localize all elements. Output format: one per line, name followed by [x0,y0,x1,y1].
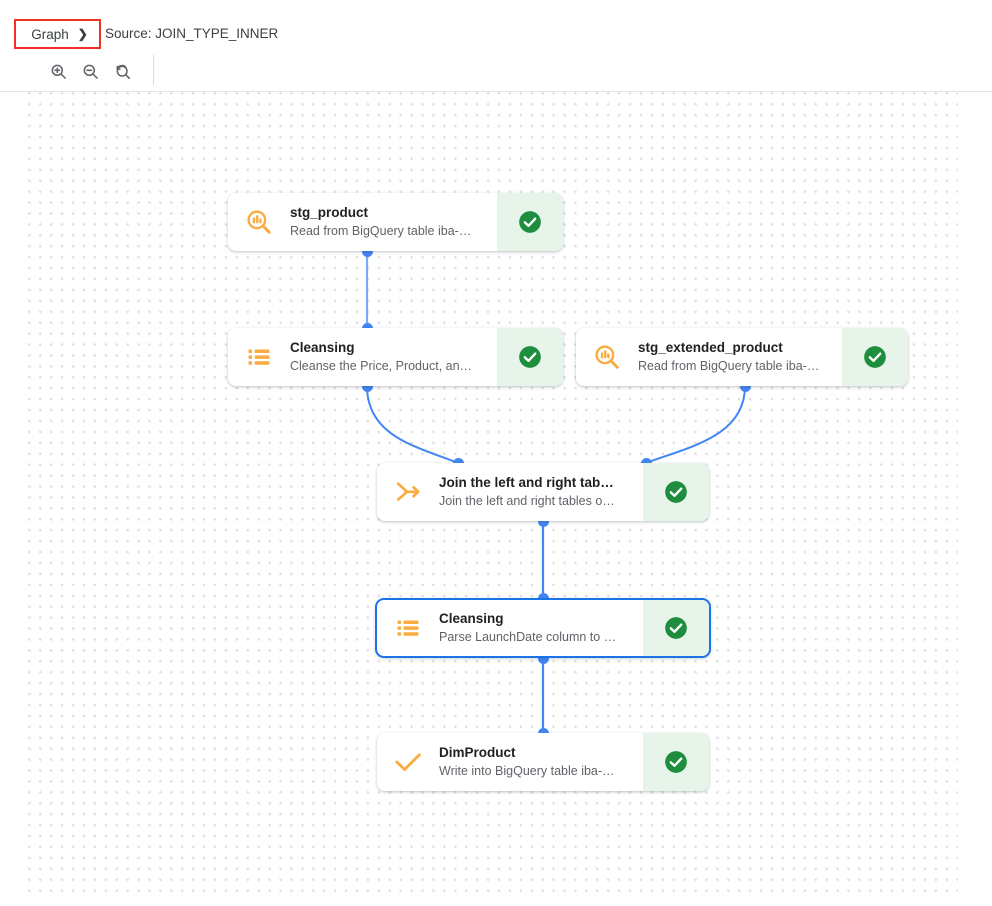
node-subtitle: Parse LaunchDate column to … [439,629,617,644]
node-text-block: stg_extended_product Read from BigQuery … [638,328,842,386]
graph-canvas[interactable]: stg_product Read from BigQuery table iba… [28,92,958,897]
node-title: stg_product [290,204,369,220]
graph-toolbar [0,50,992,92]
check-icon [519,346,541,368]
join-merge-icon [377,463,439,521]
cleansing-list-icon [377,600,439,656]
status-badge [643,463,709,521]
breadcrumb-item-graph[interactable]: Graph ❯ [16,21,103,47]
bigquery-source-icon [228,193,290,251]
graph-node-dim-product[interactable]: DimProduct Write into BigQuery table iba… [377,733,709,791]
cleansing-list-icon [228,328,290,386]
node-subtitle: Write into BigQuery table iba-… [439,763,615,778]
status-badge [497,328,563,386]
status-badge [497,193,563,251]
graph-node-cleansing-2[interactable]: Cleansing Parse LaunchDate column to … [375,598,711,658]
breadcrumb-bar: Graph ❯ Source: JOIN_TYPE_INNER [0,0,992,51]
node-text-block: Cleansing Cleanse the Price, Product, an… [290,328,497,386]
edge-stg-extended-to-join [645,385,746,464]
node-subtitle: Cleanse the Price, Product, an… [290,358,473,373]
toolbar-divider [153,55,154,85]
node-title: stg_extended_product [638,339,783,355]
zoom-in-icon[interactable] [45,58,71,84]
status-badge [643,733,709,791]
node-text-block: DimProduct Write into BigQuery table iba… [439,733,643,791]
port-cleansing1-out[interactable] [361,380,373,392]
check-icon [665,751,687,773]
status-badge [842,328,908,386]
port-stg-extended-out[interactable] [739,380,751,392]
node-subtitle: Read from BigQuery table iba-… [638,358,820,373]
node-text-block: stg_product Read from BigQuery table iba… [290,193,497,251]
node-text-block: Cleansing Parse LaunchDate column to … [439,600,643,656]
edge-cleansing-to-join [366,385,459,464]
breadcrumb-source-label: Source: JOIN_TYPE_INNER [105,26,279,41]
port-join-out[interactable] [537,515,549,527]
node-subtitle: Join the left and right tables o… [439,493,615,508]
check-icon [665,617,687,639]
port-stg-product-out[interactable] [361,245,373,257]
breadcrumb-graph-highlight: Graph ❯ [14,19,101,49]
check-icon [665,481,687,503]
check-icon [519,211,541,233]
check-icon [864,346,886,368]
node-title: DimProduct [439,744,516,760]
node-title: Cleansing [439,610,504,626]
node-title: Join the left and right tab… [439,474,614,490]
node-text-block: Join the left and right tab… Join the le… [439,463,643,521]
breadcrumb-graph-label: Graph [31,26,69,42]
status-badge [643,600,709,656]
bigquery-source-icon [576,328,638,386]
chevron-right-icon: ❯ [77,27,88,41]
graph-node-join[interactable]: Join the left and right tab… Join the le… [377,463,709,521]
sink-check-icon [377,733,439,791]
graph-node-stg-extended-product[interactable]: stg_extended_product Read from BigQuery … [576,328,908,386]
zoom-out-icon[interactable] [77,58,103,84]
node-title: Cleansing [290,339,355,355]
zoom-reset-icon[interactable] [109,58,135,84]
graph-node-cleansing-1[interactable]: Cleansing Cleanse the Price, Product, an… [228,328,563,386]
node-subtitle: Read from BigQuery table iba-… [290,223,472,238]
port-cleansing2-out[interactable] [537,652,549,664]
graph-node-stg-product[interactable]: stg_product Read from BigQuery table iba… [228,193,563,251]
